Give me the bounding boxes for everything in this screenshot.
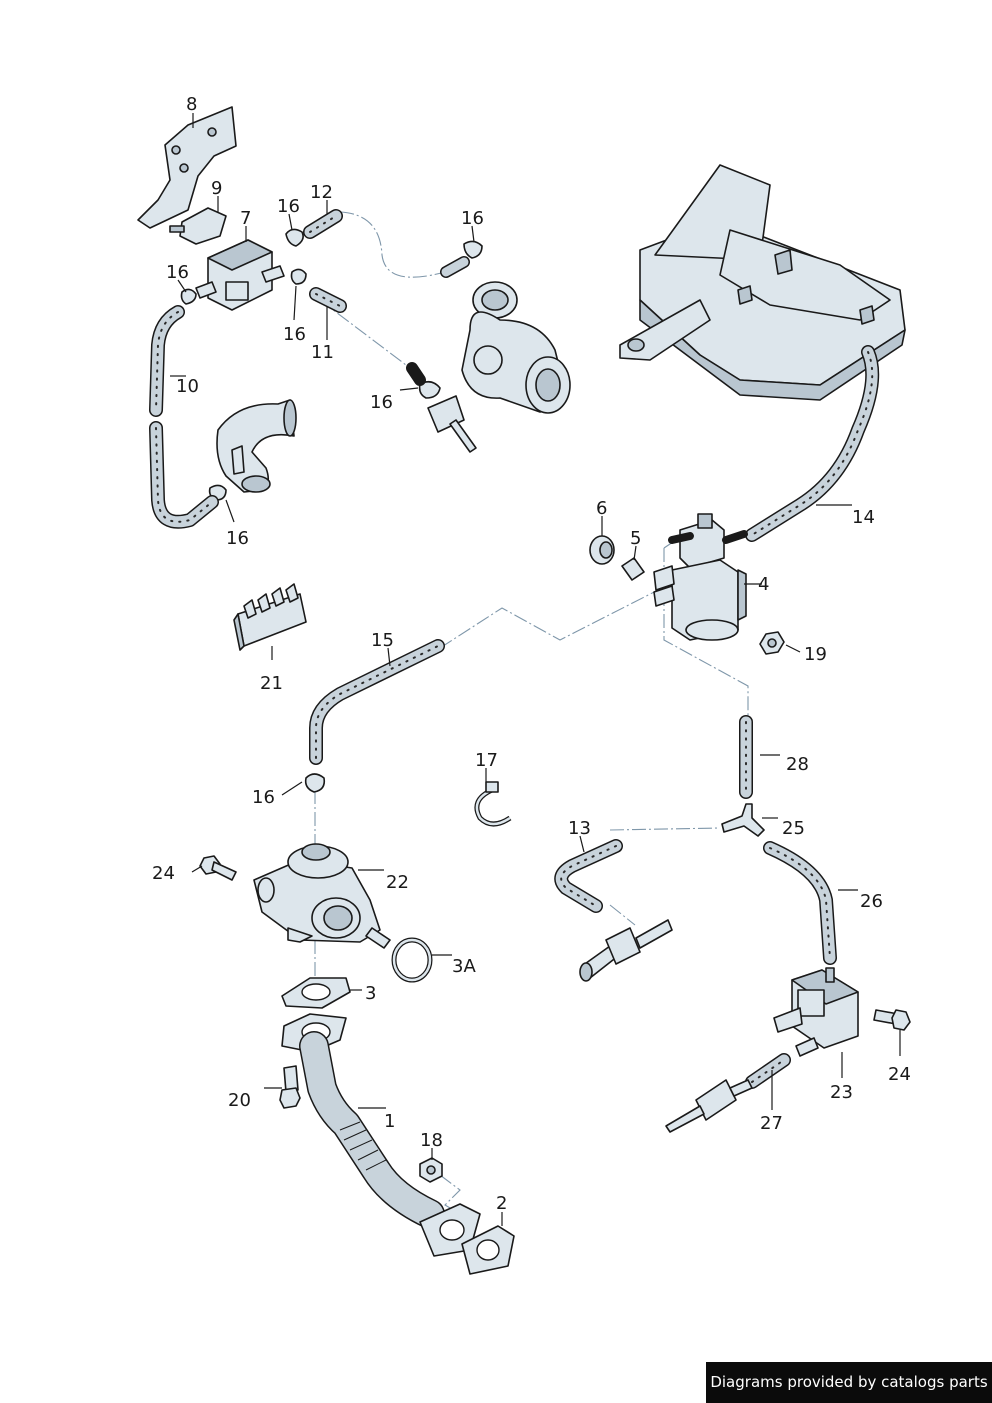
solenoid-valve-part-23 (773, 967, 859, 1057)
o-ring-part-3a (391, 937, 433, 983)
bolt-part-24-left (199, 855, 237, 881)
pressure-converter-part-4 (653, 513, 748, 641)
label-part-11: 11 (311, 342, 334, 363)
hose-part-11 (309, 287, 347, 313)
label-part-9: 9 (211, 178, 222, 199)
pad-part-9 (169, 207, 227, 245)
label-part-18: 18 (420, 1130, 443, 1151)
egr-valve-part-22 (253, 843, 391, 949)
label-part-16-g: 16 (252, 787, 275, 808)
attribution-banner: Diagrams provided by catalogs parts (706, 1362, 992, 1403)
label-part-16-e: 16 (370, 392, 393, 413)
bolt-part-20 (279, 1065, 301, 1109)
bolt-part-24-right (873, 1009, 911, 1031)
sleeve-part-5 (621, 557, 645, 581)
clip-part-17 (474, 781, 512, 827)
label-part-10: 10 (176, 376, 199, 397)
label-part-16-a: 16 (277, 196, 300, 217)
hose-part-12 (303, 209, 343, 239)
hose-part-10 (149, 305, 219, 529)
hose-part-26 (763, 841, 837, 965)
intake-elbow (216, 399, 297, 493)
label-part-26: 26 (860, 891, 883, 912)
hose-part-13 (554, 839, 623, 913)
label-part-23: 23 (830, 1082, 853, 1103)
air-filter-box (619, 164, 906, 401)
t-piece-part-25 (721, 803, 765, 837)
label-part-8: 8 (186, 94, 197, 115)
check-valve-near-16 (406, 362, 477, 453)
label-part-15: 15 (371, 630, 394, 651)
label-part-21: 21 (260, 673, 283, 694)
label-part-25: 25 (782, 818, 805, 839)
label-part-22: 22 (386, 872, 409, 893)
nut-part-19 (759, 631, 785, 655)
gasket-part-3 (281, 977, 351, 1009)
grommet-part-6 (589, 535, 615, 565)
label-part-14: 14 (852, 507, 875, 528)
bracket-part-8 (137, 106, 237, 229)
valve-under-13 (579, 919, 673, 982)
label-part-19: 19 (804, 644, 827, 665)
hose-part-27 (745, 1053, 791, 1089)
label-part-7: 7 (240, 208, 251, 229)
label-part-2: 2 (496, 1193, 507, 1214)
label-part-6: 6 (596, 498, 607, 519)
label-part-5: 5 (630, 528, 641, 549)
label-part-4: 4 (758, 574, 769, 595)
label-part-16-f: 16 (226, 528, 249, 549)
label-part-24-a: 24 (152, 863, 175, 884)
vacuum-pump-assembly (461, 281, 571, 414)
label-part-16-c: 16 (166, 262, 189, 283)
label-part-3a: 3A (452, 956, 476, 977)
label-part-12: 12 (310, 182, 333, 203)
label-part-28: 28 (786, 754, 809, 775)
label-part-27: 27 (760, 1113, 783, 1134)
hose-part-14 (745, 345, 880, 542)
clip-holder-part-21 (233, 583, 307, 651)
connector-hose-small (440, 256, 470, 278)
label-part-3: 3 (365, 983, 376, 1004)
label-part-24-b: 24 (888, 1064, 911, 1085)
label-part-16-b: 16 (461, 208, 484, 229)
label-part-16-d: 16 (283, 324, 306, 345)
pipe-part-1 (281, 1013, 481, 1257)
part-number-labels: 8 9 7 16 12 16 16 16 11 10 16 16 6 5 14 … (152, 94, 911, 1214)
label-part-1: 1 (384, 1111, 395, 1132)
solenoid-valve-part-7 (195, 239, 285, 311)
filter-valve-under-27 (665, 1079, 753, 1133)
label-part-17: 17 (475, 750, 498, 771)
gasket-part-2 (461, 1225, 515, 1275)
label-part-20: 20 (228, 1090, 251, 1111)
leader-lines (170, 113, 901, 1226)
label-part-13: 13 (568, 818, 591, 839)
hose-part-15 (309, 639, 445, 765)
nut-part-18 (419, 1157, 443, 1183)
